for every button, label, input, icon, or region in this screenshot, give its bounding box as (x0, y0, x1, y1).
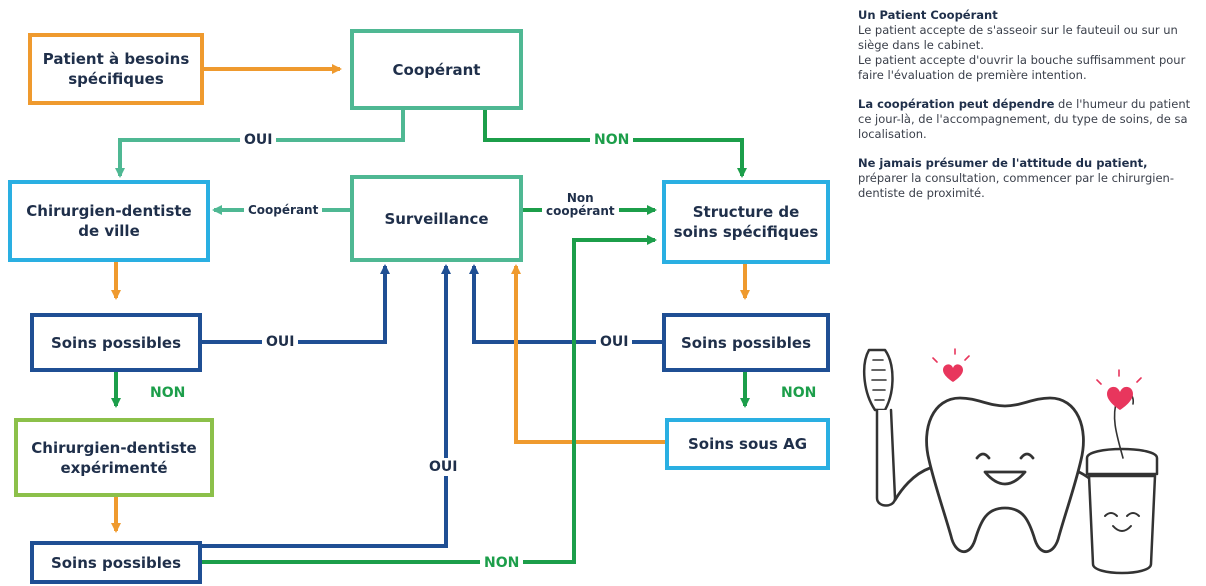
edge-label-non-cooperant: Non coopérant (542, 192, 619, 218)
node-soins-possibles-3: Soins possibles (30, 541, 202, 584)
info-title: Un Patient Coopérant (858, 8, 998, 22)
arrow-soins2-oui (469, 264, 662, 344)
node-label: Chirurgien-dentiste de ville (26, 202, 192, 240)
info-bold: La coopération peut dépendre (858, 97, 1055, 111)
node-chirurgien-dentiste-experimente: Chirurgien-dentiste expérimenté (14, 418, 214, 497)
node-chirurgien-dentiste-ville: Chirurgien-dentiste de ville (8, 180, 210, 262)
node-label: Soins possibles (680, 333, 812, 352)
edge-label-non-right-mid: NON (781, 385, 817, 401)
arrow-soins3-oui (202, 264, 451, 548)
node-label: Coopérant (392, 60, 481, 79)
edge-label-oui-top: OUI (240, 133, 277, 147)
info-bold: Ne jamais présumer de l'attitude du pati… (858, 156, 1148, 170)
node-structure-soins-specifiques: Structure de soins spécifiques (662, 180, 830, 264)
edge-label-non-bottom: NON (480, 556, 524, 570)
edge-label-oui-right-mid: OUI (596, 335, 633, 349)
tooth-illustration (863, 348, 1159, 575)
edge-label-cooperant: Coopérant (244, 204, 323, 217)
node-label: Surveillance (384, 209, 489, 228)
info-text: Le patient accepte de s'asseoir sur le f… (858, 23, 1178, 52)
arrow-ag-to-surveillance (511, 264, 665, 444)
edge-label-oui-left-mid: OUI (262, 335, 299, 349)
heart-icon (943, 364, 1133, 410)
node-label: Chirurgien-dentiste expérimenté (31, 438, 197, 477)
info-paragraph-3: Ne jamais présumer de l'attitude du pati… (858, 156, 1198, 201)
node-surveillance: Surveillance (350, 175, 523, 262)
node-label: Patient à besoins spécifiques (42, 50, 190, 88)
node-soins-possibles-2: Soins possibles (662, 313, 830, 372)
toothbrush-icon (863, 348, 897, 507)
floss-icon (1085, 391, 1159, 575)
tooth-icon (893, 396, 1103, 553)
node-cooperant: Coopérant (350, 29, 523, 110)
info-paragraph-2: La coopération peut dépendre de l'humeur… (858, 97, 1198, 142)
node-patient-besoins-specifiques: Patient à besoins spécifiques (28, 33, 204, 105)
edge-label-oui-bottom: OUI (425, 458, 462, 476)
edge-label-non-top: NON (590, 133, 634, 147)
info-text: préparer la consultation, commencer par … (858, 171, 1174, 200)
node-label: Soins possibles (50, 553, 182, 572)
edge-label-non-left-mid: NON (150, 385, 186, 401)
node-label: Soins sous AG (687, 435, 808, 453)
info-panel: Un Patient Coopérant Le patient accepte … (858, 8, 1198, 215)
node-label: Soins possibles (50, 333, 182, 352)
arrow-soins1-oui (202, 264, 390, 344)
node-soins-possibles-1: Soins possibles (30, 313, 202, 372)
node-label: Structure de soins spécifiques (673, 203, 819, 241)
node-soins-sous-ag: Soins sous AG (665, 418, 830, 470)
info-text: Le patient accepte d'ouvrir la bouche su… (858, 53, 1186, 82)
arrow-soins3-non (202, 235, 657, 564)
info-text: de l'humeur du patient ce jour-là, de l'… (858, 97, 1191, 141)
info-paragraph-1: Un Patient Coopérant Le patient accepte … (858, 8, 1198, 83)
